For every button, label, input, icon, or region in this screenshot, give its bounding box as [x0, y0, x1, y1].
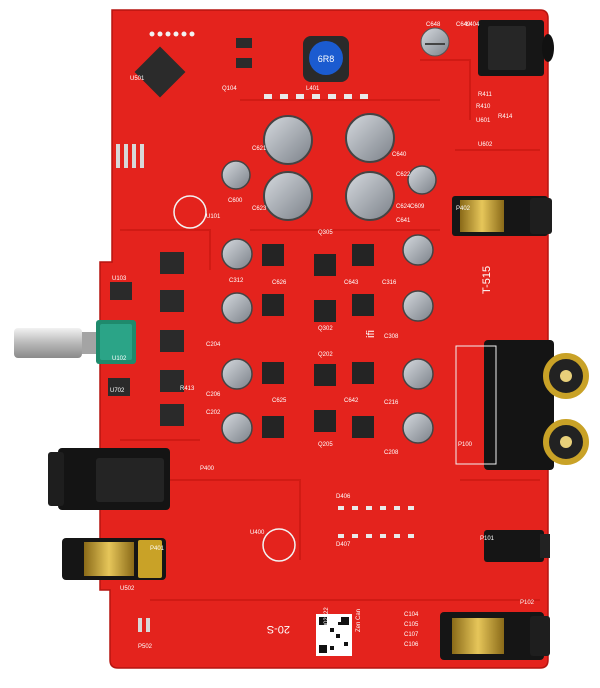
jack-4-4mm-right	[440, 612, 550, 660]
mounting-hole-left	[173, 195, 207, 229]
ic-sot-top-2	[236, 58, 252, 68]
svg-text:C648: C648	[426, 22, 441, 28]
header-pins-top	[149, 31, 195, 37]
smd-pads	[264, 94, 414, 538]
svg-text:P101: P101	[480, 536, 495, 542]
brand-label: ifi	[365, 330, 377, 338]
svg-text:C216: C216	[384, 400, 399, 406]
svg-text:P102: P102	[520, 600, 535, 606]
product-label: Zen Can	[356, 609, 362, 632]
svg-text:P402: P402	[456, 206, 471, 212]
jack-6-35mm	[48, 448, 170, 510]
dc-jack	[478, 20, 554, 76]
inductor-l401: 6R8	[303, 36, 349, 82]
svg-text:C204: C204	[206, 342, 221, 348]
svg-text:C621: C621	[252, 146, 267, 152]
svg-text:L404: L404	[466, 22, 480, 28]
svg-text:Q305: Q305	[318, 230, 333, 236]
svg-text:C641: C641	[396, 218, 411, 224]
svg-text:C202: C202	[206, 410, 221, 416]
svg-text:C623: C623	[252, 206, 267, 212]
svg-text:C624: C624	[396, 204, 411, 210]
power-caps	[221, 113, 437, 221]
header-pins-left	[116, 144, 150, 632]
svg-text:U502: U502	[120, 586, 135, 592]
svg-text:Q202: Q202	[318, 352, 333, 358]
capacitor-c648	[420, 27, 450, 57]
svg-text:Q302: Q302	[318, 326, 333, 332]
svg-text:C308: C308	[384, 334, 399, 340]
svg-text:C600: C600	[228, 198, 243, 204]
svg-text:P401: P401	[150, 546, 165, 552]
volume-knob	[14, 320, 136, 364]
ic-sot-top	[236, 38, 252, 48]
qr-code	[316, 614, 352, 656]
model-label-bottom: 20-S	[267, 623, 290, 635]
svg-text:C105: C105	[404, 622, 419, 628]
svg-text:C206: C206	[206, 392, 221, 398]
svg-text:C649: C649	[456, 22, 471, 28]
pcb-traces	[120, 59, 540, 601]
svg-text:C107: C107	[404, 632, 419, 638]
pcb-board	[99, 9, 549, 669]
svg-text:P400: P400	[200, 466, 215, 472]
rca-jacks	[455, 340, 589, 470]
jack-p402	[452, 196, 552, 236]
serial-label: 50021002222	[324, 607, 330, 644]
mounting-hole-bottom	[262, 528, 296, 562]
left-caps	[221, 238, 253, 444]
svg-text:R411: R411	[478, 92, 493, 98]
svg-text:C640: C640	[392, 152, 407, 158]
svg-text:R413: R413	[180, 386, 195, 392]
svg-text:Q104: Q104	[222, 86, 237, 92]
svg-text:R410: R410	[476, 104, 491, 110]
jack-4-4mm-left	[62, 538, 166, 580]
svg-text:C642: C642	[344, 398, 359, 404]
svg-text:R414: R414	[498, 114, 513, 120]
svg-text:C316: C316	[382, 280, 397, 286]
svg-text:L401: L401	[306, 86, 320, 92]
svg-text:P502: P502	[138, 644, 153, 650]
svg-text:C208: C208	[384, 450, 399, 456]
svg-text:C104: C104	[404, 612, 419, 618]
svg-text:U102: U102	[112, 356, 127, 362]
right-caps	[402, 234, 434, 444]
svg-text:C609: C609	[410, 204, 425, 210]
svg-text:P100: P100	[458, 442, 473, 448]
svg-text:U400: U400	[250, 530, 265, 536]
svg-text:U602: U602	[478, 142, 493, 148]
transistors-center	[262, 244, 374, 438]
svg-text:C643: C643	[344, 280, 359, 286]
svg-text:U702: U702	[110, 388, 125, 394]
svg-text:C625: C625	[272, 398, 287, 404]
svg-text:C312: C312	[229, 278, 244, 284]
svg-text:U103: U103	[112, 276, 127, 282]
svg-text:D407: D407	[336, 542, 351, 548]
ic-left-column	[108, 252, 184, 426]
ic-u501	[134, 46, 186, 98]
svg-text:6R8: 6R8	[318, 54, 335, 64]
ref-labels: C621 C622 C623 C624 C640 C641 C312 C204 …	[110, 22, 535, 650]
svg-text:U601: U601	[476, 118, 491, 124]
svg-text:D406: D406	[336, 494, 351, 500]
jack-p101	[484, 530, 550, 562]
svg-text:U101: U101	[206, 214, 221, 220]
svg-text:C626: C626	[272, 280, 287, 286]
svg-text:C622: C622	[396, 172, 411, 178]
svg-text:C106: C106	[404, 642, 419, 648]
svg-text:U501: U501	[130, 76, 145, 82]
svg-text:Q205: Q205	[318, 442, 333, 448]
model-label-main: T-515	[481, 266, 493, 294]
